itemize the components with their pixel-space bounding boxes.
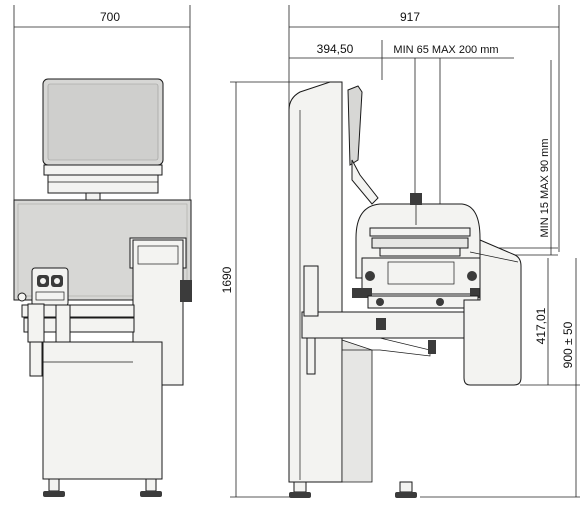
total-height-label: 1690: [220, 266, 234, 293]
product-length-label: MIN 65 MAX 200 mm: [393, 44, 498, 56]
product-length-dimension: MIN 65 MAX 200 mm: [382, 44, 514, 225]
offset-dimension: 394,50: [289, 40, 383, 80]
front-width-label: 700: [100, 10, 120, 24]
conveyor-depth-label: 417,01: [534, 307, 548, 344]
total-length-label: 917: [400, 10, 420, 24]
front-conveyor: [21, 303, 135, 377]
side-monitor: [347, 85, 379, 205]
conveyor-height-label: 900 ± 50: [561, 321, 575, 368]
total-length-dimension: 917: [288, 5, 560, 252]
product-height-label: MIN 15 MAX 90 mm: [539, 138, 551, 237]
front-view: 700: [13, 5, 192, 497]
product-height-dimension: MIN 15 MAX 90 mm: [478, 60, 558, 256]
front-base: [42, 341, 163, 497]
monitor: [42, 78, 164, 202]
conveyor-height-dimension: 900 ± 50: [420, 258, 580, 498]
conveyor-depth-dimension: 417,01: [534, 258, 549, 385]
side-view: 917 394,50 MIN 65 MAX 200 mm 1690 M: [220, 5, 580, 498]
side-conveyor: [352, 257, 486, 354]
total-height-dimension: 1690: [220, 81, 330, 498]
control-box: [31, 267, 69, 307]
front-width-dimension: 700: [13, 5, 191, 200]
side-rear-cabinet: [463, 239, 522, 386]
offset-label: 394,50: [317, 42, 354, 56]
